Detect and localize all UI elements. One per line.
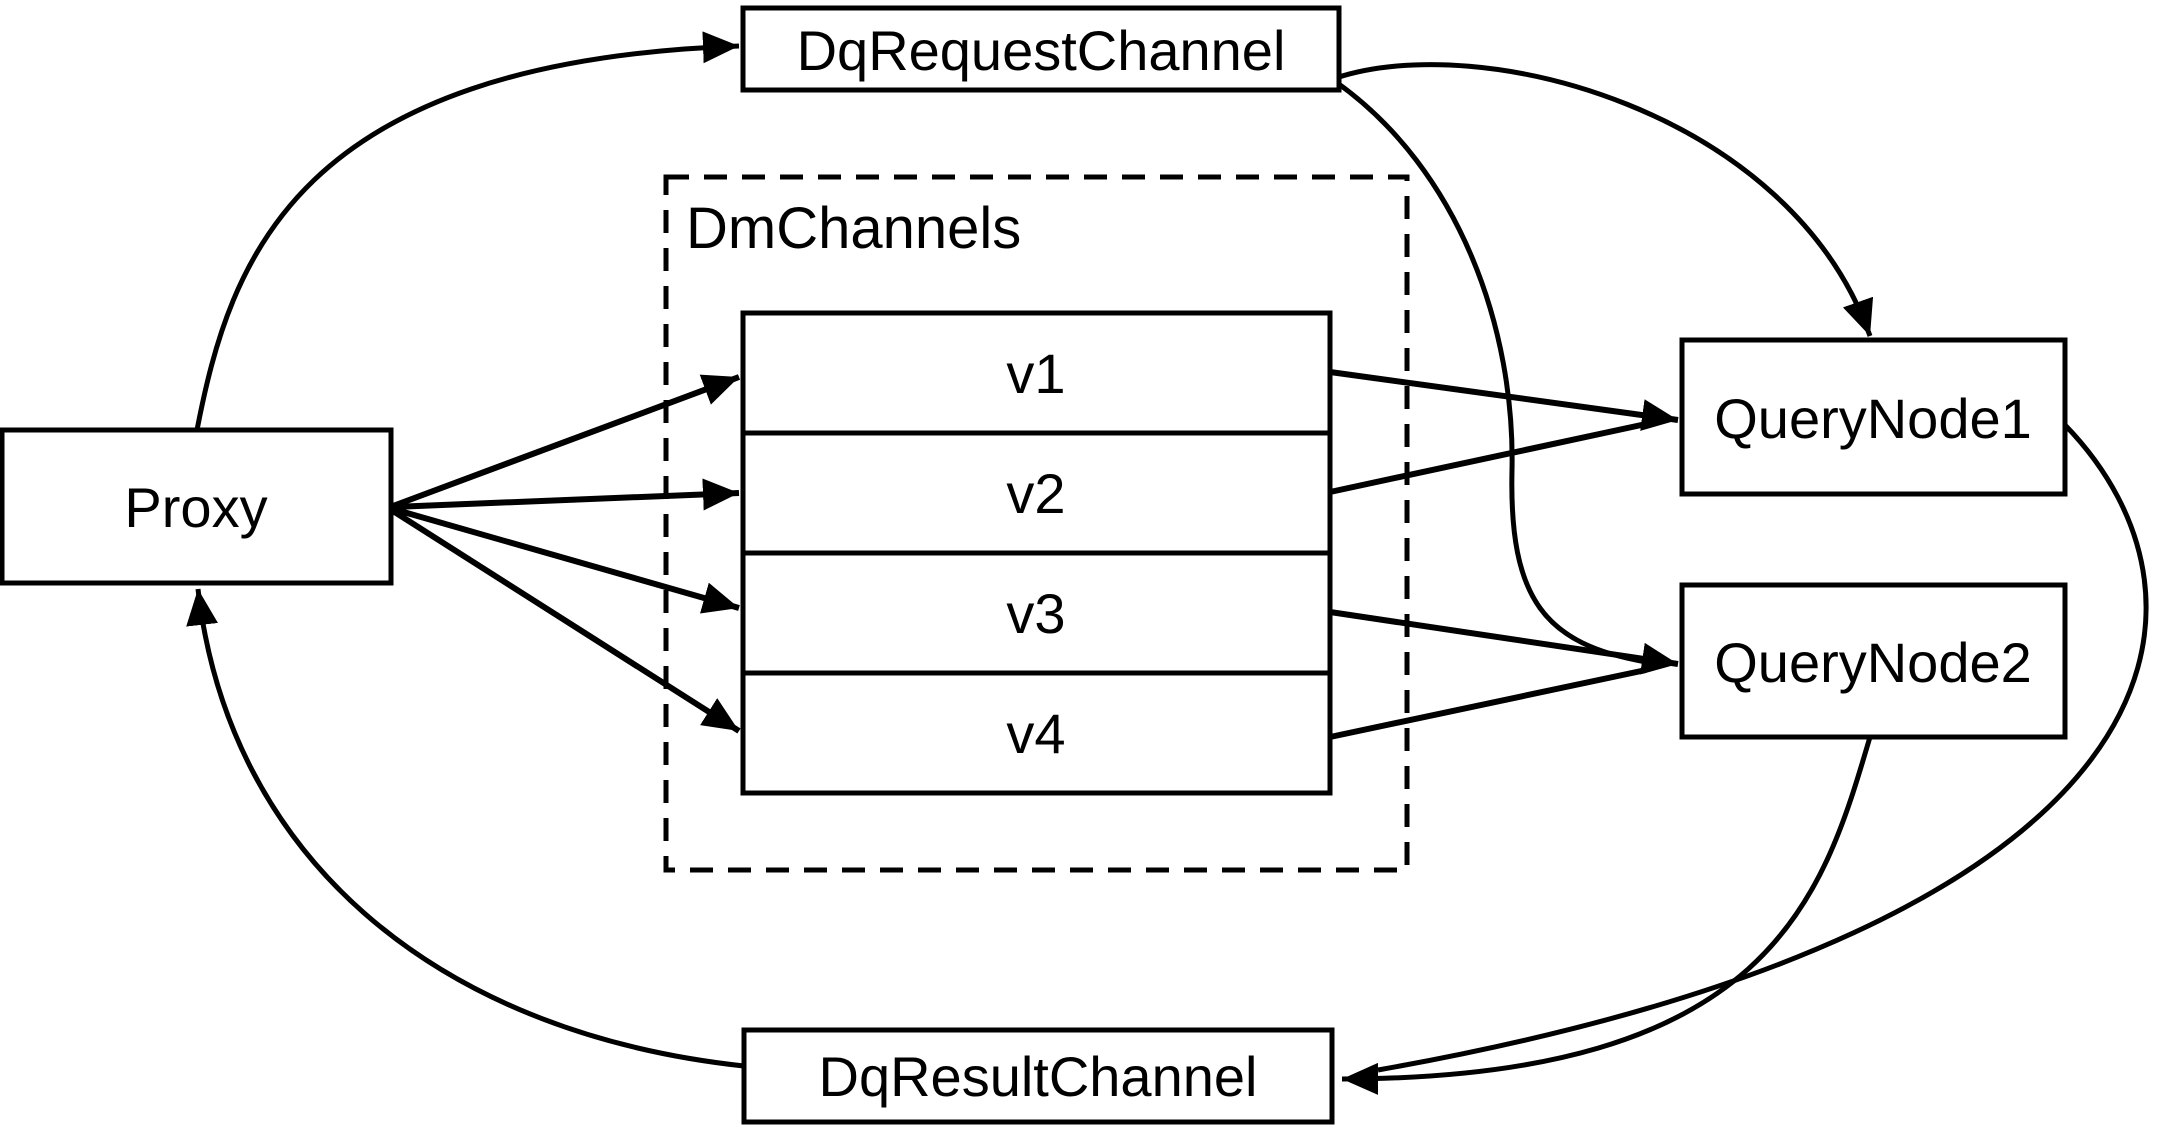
dq-result-channel-label: DqResultChannel — [819, 1045, 1258, 1108]
edge-v4-to-query-node-2 — [1329, 667, 1647, 740]
edge-proxy-to-v1 — [391, 374, 741, 509]
edge-proxy-to-v3 — [392, 506, 740, 614]
dq-request-channel-box — [740, 5, 1342, 93]
dq-request-channel-label: DqRequestChannel — [797, 19, 1286, 82]
channel-stack: v1 v2 v3 v4 — [740, 310, 1333, 796]
query-node-1-box — [1679, 337, 2068, 497]
channel-row-v4-label: v4 — [1006, 702, 1065, 765]
edge-proxy-to-v4 — [391, 508, 741, 734]
edge-proxy-to-v2 — [392, 478, 740, 511]
proxy-box — [0, 427, 394, 586]
node-proxy: Proxy — [0, 427, 394, 586]
node-query-node-1: QueryNode1 — [1679, 337, 2068, 497]
node-query-node-2: QueryNode2 — [1679, 582, 2068, 740]
channel-row-v2-label: v2 — [1006, 462, 1065, 525]
channel-row-v1-label: v1 — [1006, 342, 1065, 405]
edge-proxy-to-dq-request-channel — [194, 31, 740, 431]
dm-channels-container — [663, 174, 1410, 873]
node-dq-result-channel: DqResultChannel — [741, 1027, 1335, 1125]
proxy-label: Proxy — [124, 476, 267, 539]
channel-row-v3-label: v3 — [1006, 582, 1065, 645]
edge-dq-request-channel-to-query-node-2 — [1334, 79, 1647, 665]
dm-channels-group: DmChannels v1 v2 v3 v4 — [663, 174, 1410, 873]
query-node-2-box — [1679, 582, 2068, 740]
edge-v1-to-query-node-1 — [1329, 369, 1679, 431]
query-node-2-label: QueryNode2 — [1714, 631, 2032, 694]
edges — [186, 31, 2149, 1095]
edge-query-node-2-to-dq-result-channel — [1341, 736, 1873, 1095]
dm-channels-label: DmChannels — [686, 196, 1021, 261]
edge-dq-request-channel-to-query-node-1 — [1335, 62, 1874, 337]
query-node-1-label: QueryNode1 — [1714, 387, 2032, 450]
node-dq-request-channel: DqRequestChannel — [740, 5, 1342, 93]
edge-dq-result-channel-to-proxy — [186, 588, 745, 1069]
dq-result-channel-box — [741, 1027, 1335, 1125]
edge-v2-to-query-node-1 — [1329, 421, 1647, 495]
edge-query-node-1-to-dq-result-channel — [1377, 423, 2149, 1073]
